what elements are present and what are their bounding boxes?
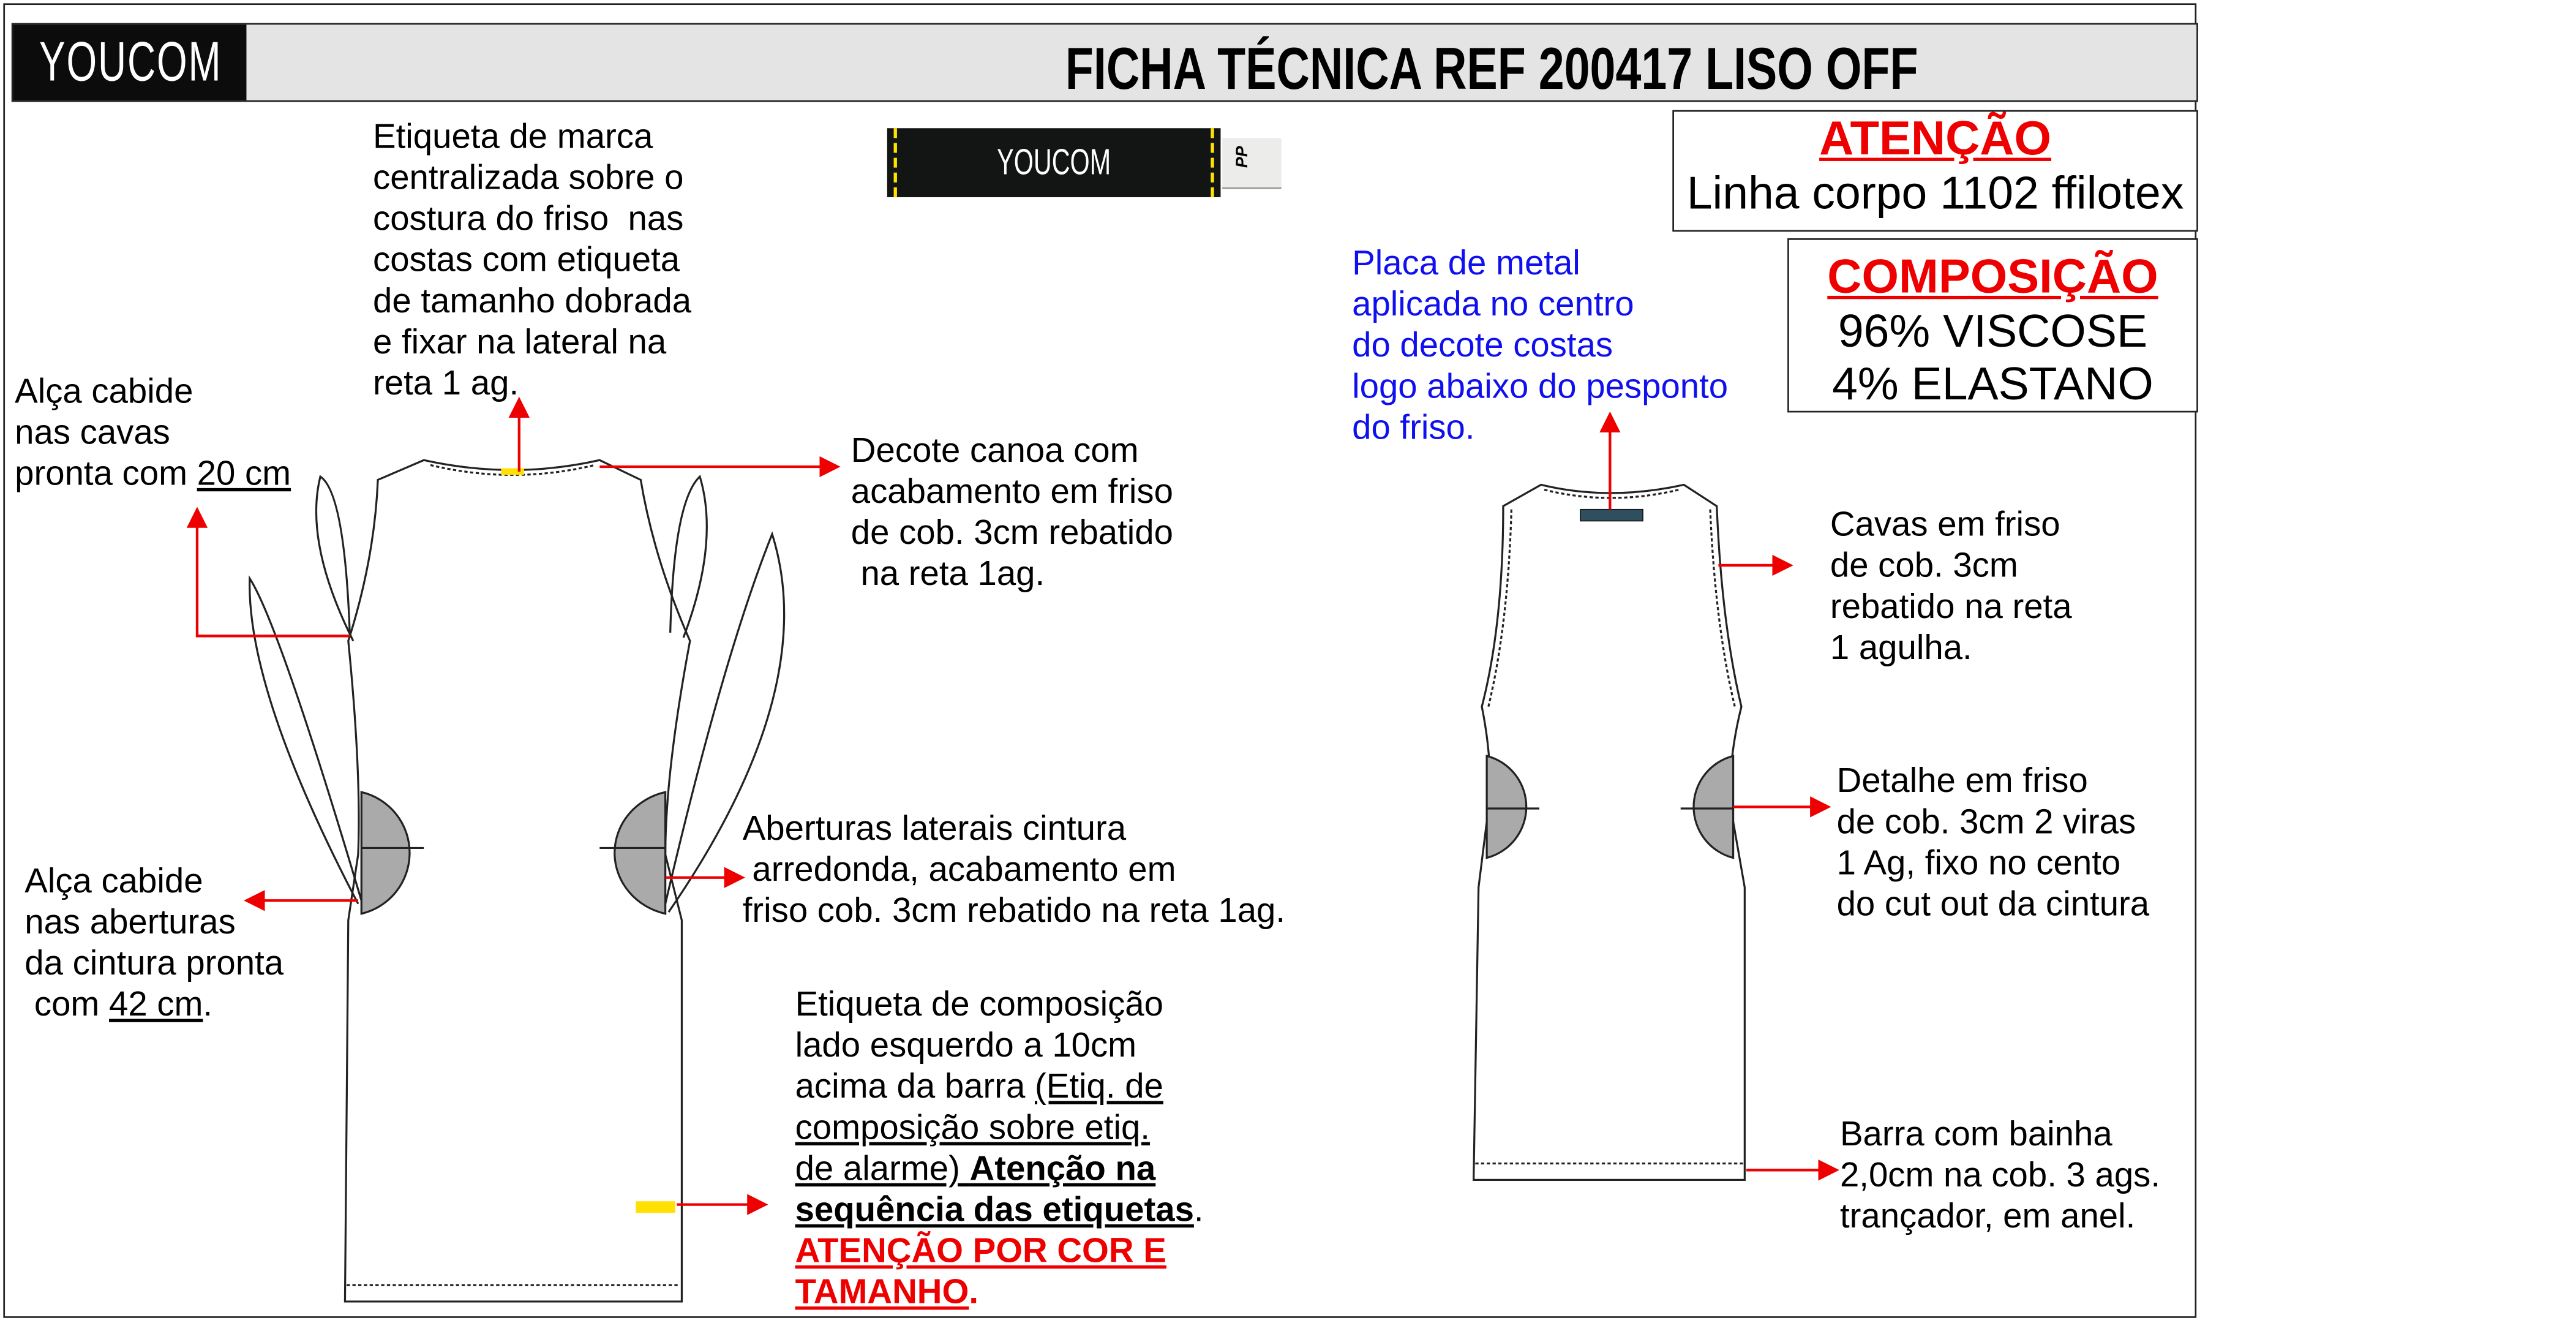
page-title: FICHA TÉCNICA REF 200417 LISO OFF [1065,34,1918,102]
note-length: 20 cm [197,455,291,493]
header-bar: YOUCOM FICHA TÉCNICA REF 200417 LISO OFF [11,23,2198,102]
note-text: de alarme) [795,1150,970,1188]
composition-box: COMPOSIÇÃO 96% VISCOSE 4% ELASTANO [1787,238,2198,413]
note-bold: Atenção na [969,1150,1156,1188]
label-logo: YOUCOM [997,141,1111,183]
attention-box: ATENÇÃO Linha corpo 1102 ffilotex [1672,110,2198,232]
note-armholes: Cavas em friso de cob. 3cm rebatido na r… [1830,506,2072,668]
back-dress-drawing [1473,483,1746,1182]
stitch-line [1211,128,1214,197]
composition-heading: COMPOSIÇÃO [1827,251,2158,304]
note-hem: Barra com bainha 2,0cm na cob. 3 ags. tr… [1839,1115,2161,1236]
note-waist-detail: Detalhe em friso de cob. 3cm 2 viras 1 A… [1836,762,2150,924]
note-warning: TAMANHO [795,1273,969,1312]
composition-line: 4% ELASTANO [1832,358,2154,410]
note-text: (Etiq. de [1035,1068,1163,1106]
front-dress-drawing [249,459,786,1303]
brand-logo: YOUCOM [13,24,247,100]
note-waist-loop: Alça cabide nas aberturas da cintura pro… [24,862,284,1024]
brand-label-image: YOUCOM [887,128,1221,197]
note-length: 42 cm [109,986,203,1024]
note-brand-label: Etiqueta de marca centralizada sobre o c… [373,118,692,403]
note-composition-label: Etiqueta de composição lado esquerdo a 1… [795,986,1204,1312]
note-text: Alça cabide nas aberturas da cintura pro… [24,862,284,1024]
note-warning: ATENÇÃO POR COR E [795,1232,1166,1270]
note-armhole-loop: Alça cabide nas cavas pronta com 20 cm [15,371,291,494]
callout-arrows [186,396,1839,1215]
note-metal-plate: Placa de metal aplicada no centro do dec… [1352,244,1729,447]
logo-text: YOUCOM [38,30,222,93]
note-bold: sequência das etiquetas [795,1191,1194,1229]
attention-text: Linha corpo 1102 ffilotex [1686,167,2184,219]
attention-heading: ATENÇÃO [1819,113,2052,166]
note-side-openings: Aberturas laterais cintura arredonda, ac… [742,810,1286,930]
note-text: Alça cabide nas cavas pronta com [15,373,193,493]
note-neckline: Decote canoa com acabamento em friso de … [851,432,1173,594]
note-text: Etiqueta de composição lado esquerdo a 1… [795,986,1163,1106]
stitch-line [893,128,897,197]
composition-line: 96% VISCOSE [1838,306,2148,357]
size-tag: PP [1222,138,1282,189]
note-text: composição sobre etiq. [795,1109,1150,1147]
sheet-border [3,3,2197,1318]
